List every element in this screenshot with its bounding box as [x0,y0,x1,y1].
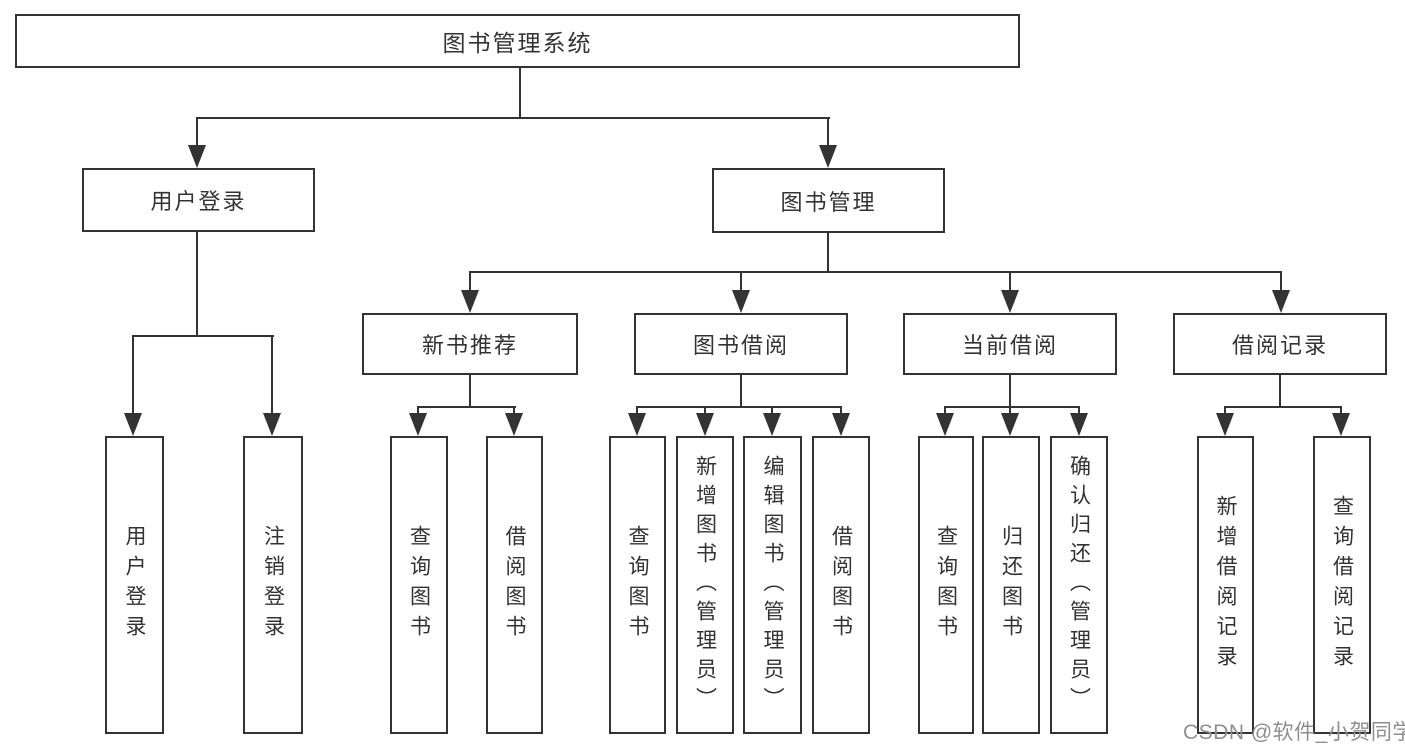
leaf-edit-book-admin: 编辑图书（管理员） [743,436,802,734]
arrow-down [1070,413,1088,436]
leaf-query-books-3-label: 查询图书 [934,525,958,645]
leaf-add-book-admin-label: 新增图书（管理员） [693,454,717,716]
arrow-down [696,413,714,436]
arrow-down [732,290,750,313]
connector-line [1280,272,1282,293]
leaf-logout: 注销登录 [243,436,303,734]
leaf-confirm-return-admin: 确认归还（管理员） [1050,436,1108,734]
arrow-down [1001,413,1019,436]
arrow-down [1332,413,1350,436]
connector-line [519,67,521,119]
connector-line [469,272,471,293]
connector-line [196,118,198,148]
csdn-watermark: CSDN @软件_小贺同学 [1183,721,1405,744]
arrow-down [832,413,850,436]
leaf-borrow-books-2: 借阅图书 [812,436,870,734]
connector-line [1009,272,1011,293]
node-current-borrowing-label: 当前借阅 [961,333,1058,358]
arrow-down [124,413,142,436]
connector-line [1340,407,1342,416]
leaf-return-books-label: 归还图书 [999,525,1023,645]
leaf-confirm-return-admin-label: 确认归还（管理员） [1067,454,1091,716]
arrow-down [505,413,523,436]
connector-line [469,374,471,408]
connector-line [196,117,830,119]
connector-line [271,336,273,415]
leaf-add-borrow-record-label: 新增借阅记录 [1214,495,1237,675]
arrow-down [409,413,427,436]
connector-line [740,374,742,408]
leaf-return-books: 归还图书 [982,436,1040,734]
connector-line [1078,407,1080,416]
leaf-query-borrow-record: 查询借阅记录 [1313,436,1371,734]
arrow-down [1272,290,1290,313]
arrow-down [263,413,281,436]
node-book-borrowing-label: 图书借阅 [692,333,789,358]
node-current-borrowing: 当前借阅 [903,313,1117,375]
leaf-user-login: 用户登录 [105,436,164,734]
node-root: 图书管理系统 [15,14,1020,68]
node-borrowing-records-label: 借阅记录 [1231,333,1328,358]
connector-line [944,407,946,416]
leaf-query-books-1-label: 查询图书 [407,525,431,645]
leaf-borrow-books-1: 借阅图书 [486,436,543,734]
connector-line [132,336,134,415]
leaf-user-login-label: 用户登录 [123,525,146,645]
connector-line [513,407,515,416]
leaf-query-books-3: 查询图书 [918,436,974,734]
node-book-management-label: 图书管理 [780,189,877,215]
node-book-borrowing: 图书借阅 [634,313,848,375]
connector-line [944,406,1080,408]
arrow-down [1001,290,1019,313]
connector-line [636,406,842,408]
arrow-down [763,413,781,436]
leaf-query-books-2: 查询图书 [609,436,666,734]
connector-line [1009,374,1011,408]
leaf-borrow-books-1-label: 借阅图书 [503,525,526,645]
node-book-management: 图书管理 [712,168,945,233]
arrow-down [188,145,206,168]
connector-line [840,407,842,416]
leaf-query-books-2-label: 查询图书 [626,525,649,645]
connector-line [196,231,198,337]
connector-line [1224,407,1226,416]
connector-line [1009,407,1011,416]
node-user-login-label: 用户登录 [150,189,247,214]
connector-line [469,271,1282,273]
node-root-label: 图书管理系统 [442,30,593,56]
connector-line [417,407,419,416]
arrow-down [936,413,954,436]
connector-line [704,407,706,416]
leaf-add-book-admin: 新增图书（管理员） [676,436,734,734]
leaf-query-books-1: 查询图书 [390,436,448,734]
node-new-book-recommendation-label: 新书推荐 [421,333,518,358]
arrow-down [461,290,479,313]
leaf-add-borrow-record: 新增借阅记录 [1197,436,1254,734]
arrow-down [819,145,837,168]
connector-line [636,407,638,416]
connector-line [1224,406,1342,408]
connector-line [417,406,516,408]
arrow-down [628,413,646,436]
arrow-down [1216,413,1234,436]
node-new-book-recommendation: 新书推荐 [362,313,578,375]
connector-line [827,118,829,148]
node-user-login: 用户登录 [82,168,315,232]
connector-line [827,232,829,273]
leaf-logout-label: 注销登录 [261,525,285,645]
connector-line [132,335,274,337]
node-borrowing-records: 借阅记录 [1173,313,1387,375]
connector-line [1279,374,1281,408]
connector-line [740,272,742,293]
leaf-query-borrow-record-label: 查询借阅记录 [1330,495,1354,675]
leaf-edit-book-admin-label: 编辑图书（管理员） [761,454,784,716]
leaf-borrow-books-2-label: 借阅图书 [829,525,853,645]
connector-line [771,407,773,416]
